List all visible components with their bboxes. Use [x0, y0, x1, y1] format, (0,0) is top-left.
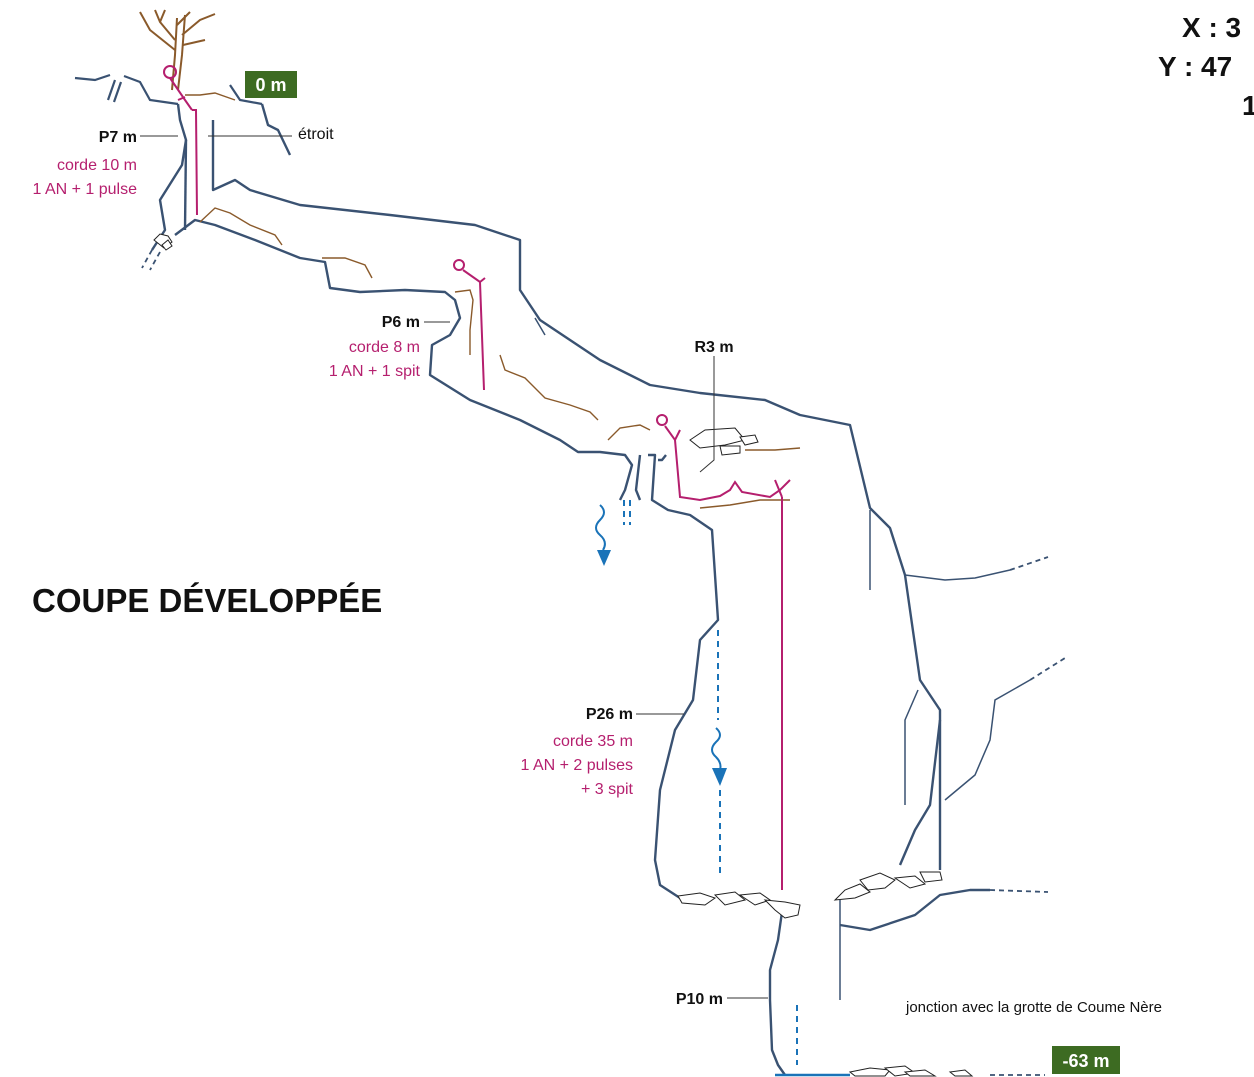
p6-rope: corde 8 m	[349, 339, 420, 356]
unexplored-continuations	[141, 249, 1066, 1076]
secondary-passages	[534, 317, 1031, 1000]
rope-rigging	[163, 65, 791, 890]
depth-bottom-label: -63 m	[1062, 1051, 1109, 1071]
floor-deposits	[185, 92, 801, 509]
surface-ground	[74, 73, 263, 106]
p26-rope: corde 35 m	[553, 733, 633, 750]
water-flow-icon	[595, 504, 722, 771]
p26-name: P26 m	[586, 706, 633, 723]
depth-badge-top: 0 m	[245, 71, 297, 98]
p6-anchors: 1 AN + 1 spit	[329, 363, 421, 380]
coord-block: X : 3 Y : 47 1	[1158, 12, 1254, 121]
depth-top-label: 0 m	[255, 75, 286, 95]
leader-lines	[140, 135, 768, 999]
depth-badge-bottom: -63 m	[1052, 1046, 1120, 1074]
p10-name: P10 m	[676, 991, 723, 1008]
cave-walls	[150, 103, 990, 1076]
dashed-water-lines	[623, 500, 798, 1065]
p7-rope: corde 10 m	[57, 157, 137, 174]
section-title: COUPE DÉVELOPPÉE	[32, 582, 382, 619]
p7-name: P7 m	[99, 129, 137, 146]
narrow-note: étroit	[298, 126, 334, 143]
p7-anchors: 1 AN + 1 pulse	[32, 181, 137, 198]
p26-anchors-2: + 3 spit	[581, 781, 634, 798]
r3-name: R3 m	[694, 339, 733, 356]
junction-note: jonction avec la grotte de Coume Nère	[905, 999, 1162, 1016]
coord-extra: 1	[1242, 90, 1254, 121]
coord-x: X : 3	[1182, 12, 1241, 43]
p26-anchors-1: 1 AN + 2 pulses	[520, 757, 633, 774]
water-arrowheads	[597, 550, 727, 786]
coord-y: Y : 47	[1158, 51, 1232, 82]
p6-name: P6 m	[382, 314, 420, 331]
surface-tree-icon	[139, 9, 216, 91]
boulders	[153, 233, 974, 1077]
